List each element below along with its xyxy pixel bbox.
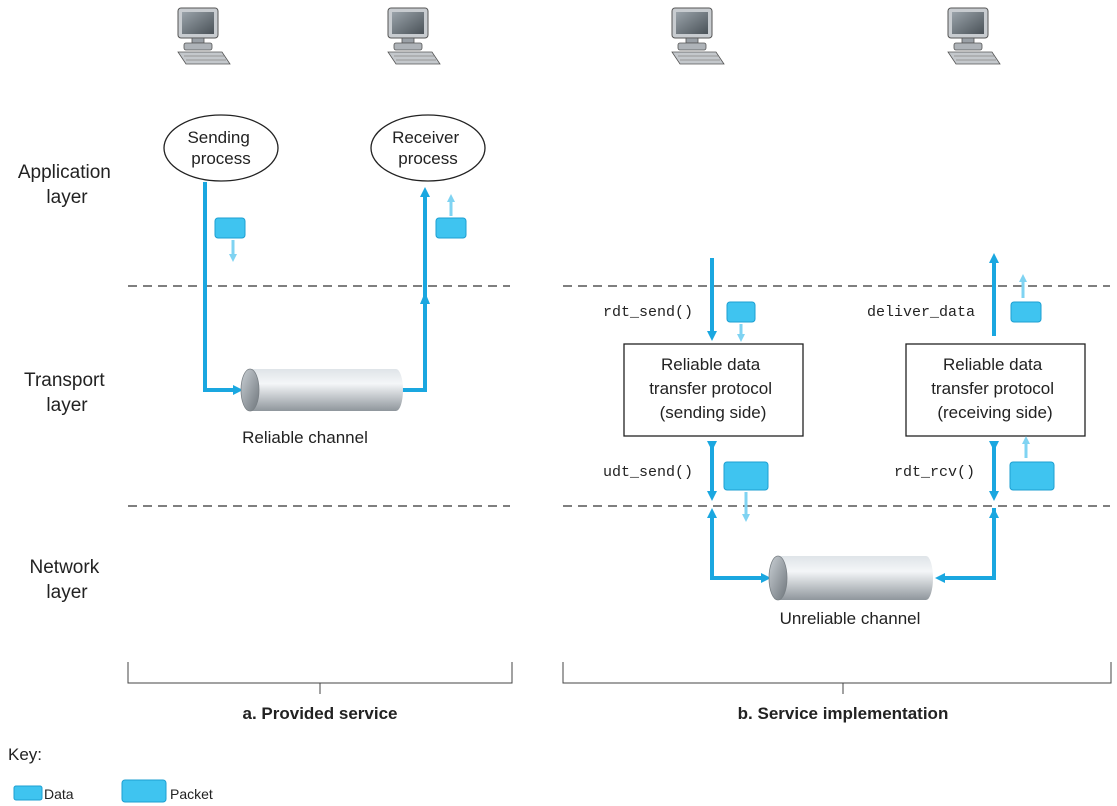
data-packet [435, 217, 467, 239]
receiver-process-ellipse [370, 114, 486, 182]
unreliable-channel-label: Unreliable channel [780, 609, 921, 628]
sending-process-label: Sending process [187, 128, 254, 168]
receiver-process-label: Receiver process [392, 128, 464, 168]
computer-icon [387, 7, 441, 65]
unreliable-channel-pipe [768, 555, 933, 601]
key-data-swatch [13, 785, 43, 801]
sender-flow-arrow [203, 182, 243, 395]
packet-icon [723, 461, 769, 491]
key-title: Key: [8, 745, 42, 764]
key-data-label: Data [44, 786, 74, 802]
data-packet [1010, 301, 1042, 323]
packet-icon [1009, 461, 1055, 491]
rdt-rcv-label: rdt_rcv() [894, 464, 975, 481]
transport-layer-label: Transport layer [24, 370, 110, 416]
send-to-channel-arrow [710, 514, 771, 583]
panel-a-caption: a. Provided service [243, 704, 398, 723]
sending-protocol-box [623, 343, 804, 437]
reliable-channel-pipe [240, 368, 403, 412]
panel-b-bracket [562, 662, 1112, 684]
sending-protocol-label: Reliable data transfer protocol (sending… [649, 355, 777, 422]
key-packet-label: Packet [170, 786, 213, 802]
receiving-protocol-box [905, 343, 1086, 437]
computer-icon [947, 7, 1001, 65]
up-arrowhead [420, 292, 430, 304]
panel-b-caption: b. Service implementation [738, 704, 949, 723]
deliver-data-label: deliver_data [867, 304, 975, 321]
data-packet [214, 217, 246, 239]
receiving-protocol-label: Reliable data transfer protocol (receivi… [931, 355, 1059, 422]
udt-send-label: udt_send() [603, 464, 693, 481]
application-layer-label: Application layer [18, 162, 116, 208]
data-packet [726, 301, 756, 323]
reliable-channel-label: Reliable channel [242, 428, 368, 447]
key-packet-swatch [121, 779, 167, 803]
network-layer-label: Network layer [30, 557, 105, 603]
receiver-flow-arrow [402, 187, 430, 392]
rdt-send-label: rdt_send() [603, 304, 693, 321]
computer-icon [177, 7, 231, 65]
sending-process-ellipse [163, 114, 279, 182]
panel-a-bracket [127, 662, 513, 684]
channel-to-receiver-arrow [935, 508, 996, 583]
computer-icon [671, 7, 725, 65]
